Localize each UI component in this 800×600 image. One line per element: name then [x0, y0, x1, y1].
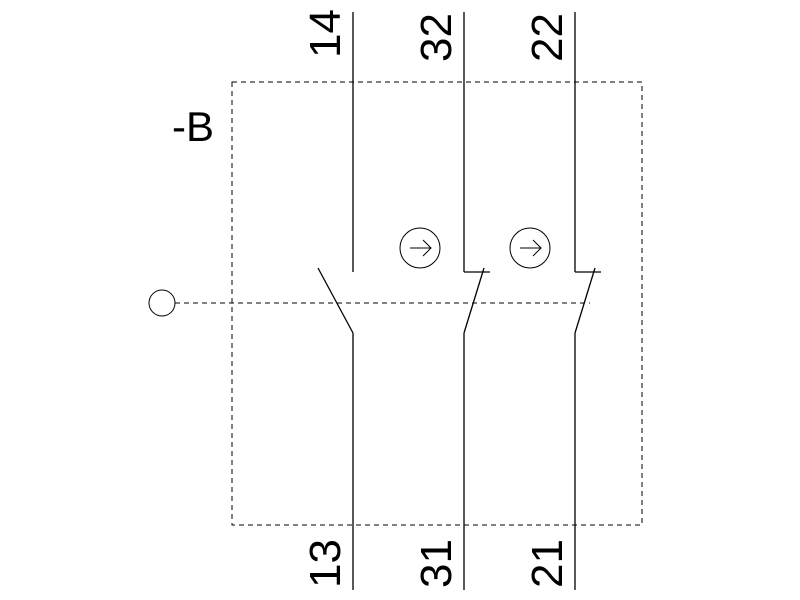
- actuator-circle: [148, 289, 176, 317]
- contact-1-blade: [317, 267, 354, 334]
- terminal-label-13: 13: [301, 539, 350, 588]
- contact-2-blade: [463, 267, 485, 334]
- terminal-label-14: 14: [301, 9, 350, 58]
- contact-3-blade: [574, 267, 596, 334]
- terminal-label-32: 32: [412, 13, 461, 62]
- terminal-label-21: 21: [523, 539, 572, 588]
- device-enclosure: [231, 81, 643, 526]
- device-designation: -B: [172, 103, 214, 150]
- positive-opening-icon: [509, 227, 551, 269]
- contact-nc-31-32: 32 31: [399, 12, 490, 590]
- terminal-label-22: 22: [523, 13, 572, 62]
- contact-nc-21-22: 22 21: [509, 12, 601, 590]
- positive-opening-icon: [399, 227, 441, 269]
- contact-no-13-14: 14 13: [301, 9, 354, 590]
- terminal-label-31: 31: [412, 539, 461, 588]
